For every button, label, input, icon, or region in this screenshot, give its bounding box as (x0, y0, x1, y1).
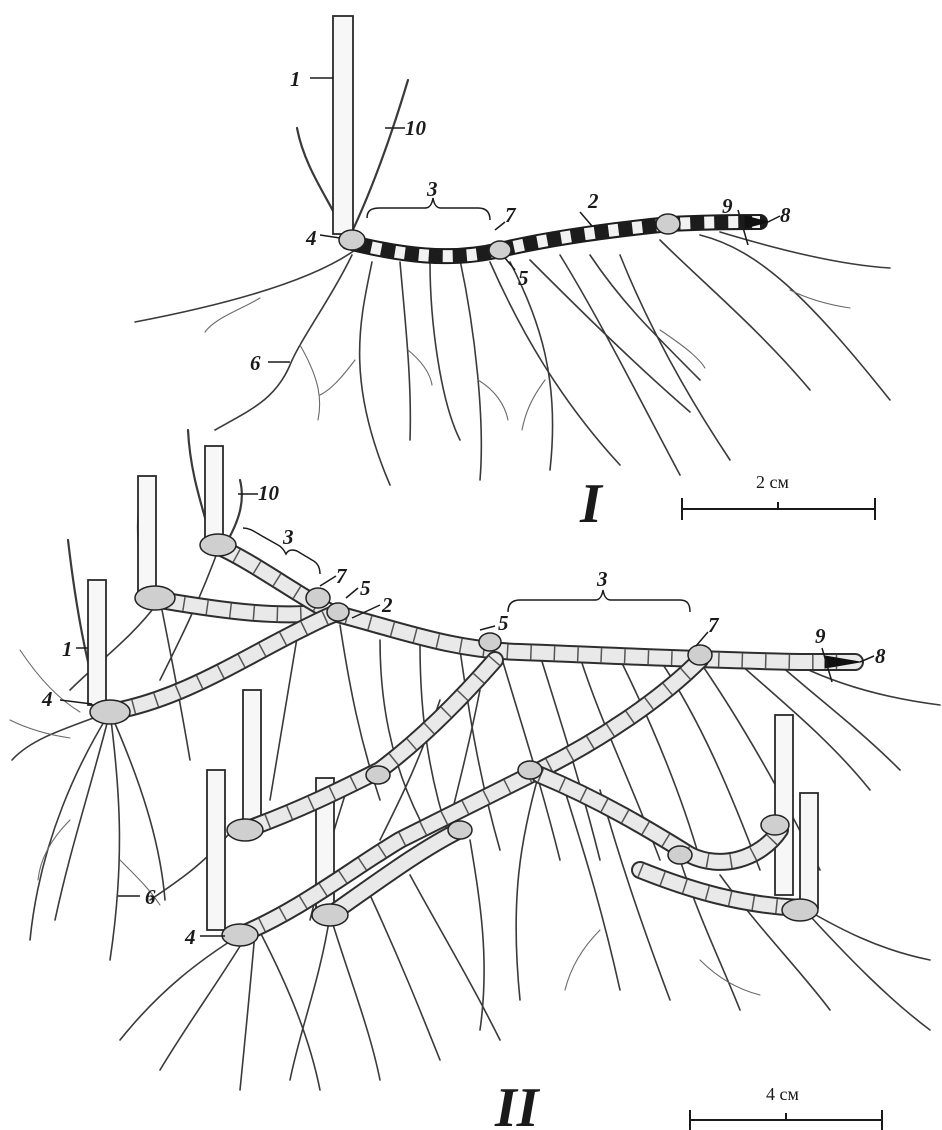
panel-II-leader-5b (480, 626, 495, 630)
panel-II-label-4a: 4 (41, 687, 53, 711)
panel-I-bracket-3 (367, 198, 490, 220)
panel-I-label-3: 3 (426, 177, 438, 201)
panel-II-bud-5b (479, 633, 501, 651)
panel-II-leader-5a (346, 588, 358, 598)
panel-II-label-7a: 7 (336, 564, 348, 588)
panel-II-label-5a: 5 (360, 576, 371, 600)
panel-II-bud-4a (90, 700, 130, 724)
panel-I-label-9: 9 (722, 194, 733, 218)
panel-II-leader-7a (320, 576, 336, 586)
panel-II-bud-f (366, 766, 390, 784)
panel-II-label-5b: 5 (498, 611, 509, 635)
panel-I-scale-label: 2 см (756, 472, 789, 492)
panel-II-label-1: 1 (62, 637, 73, 661)
panel-I-label-5: 5 (518, 266, 529, 290)
panel-II-label-9: 9 (815, 624, 826, 648)
panel-II-stem-1 (88, 580, 106, 705)
panel-I-scale-bar: 2 см (682, 472, 875, 520)
panel-II-bud-g (518, 761, 542, 779)
panel-I-bud-5 (489, 241, 511, 259)
panel-II-scale-label: 4 см (766, 1084, 799, 1104)
panel-II-label-7b: 7 (708, 613, 720, 637)
panel-II-bracket-3b (508, 590, 690, 612)
panel-II-bud-a (135, 586, 175, 610)
panel-I-leader-2 (580, 212, 592, 226)
panel-II-bud-i (668, 846, 692, 864)
panel-I-label-6: 6 (250, 351, 261, 375)
panel-I-label-4: 4 (305, 226, 317, 250)
panel-I-leader-7 (495, 222, 505, 230)
panel-II-stem-b (205, 446, 223, 542)
panel-II-label-3b: 3 (596, 567, 608, 591)
panel-II-label-2: 2 (381, 593, 393, 617)
panel-I-bud-7b (656, 214, 680, 234)
panel-I-label-2: 2 (587, 189, 599, 213)
panel-II-stem-g (800, 793, 818, 908)
panel-II-bud-c (227, 819, 263, 841)
panel-I-bud-4 (339, 230, 365, 250)
panel-I-rhizome (348, 222, 760, 256)
panel-II-label-10: 10 (258, 481, 280, 505)
panel-II-bud-h (448, 821, 472, 839)
panel-I-stem (333, 16, 353, 234)
panel-II-scale-bar: 4 см (690, 1084, 882, 1130)
panel-II-bud-4b (222, 924, 258, 946)
panel-II-stem-c (243, 690, 261, 830)
panel-II-bud-5a (327, 603, 349, 621)
panel-I-label-1: 1 (290, 67, 301, 91)
panel-II-stem-a (138, 476, 156, 594)
panel-II-label-6: 6 (145, 885, 156, 909)
panel-I-label-8: 8 (780, 203, 791, 227)
panel-II-bud-e (312, 904, 348, 926)
panel-II-bud-7b (688, 645, 712, 665)
panel-II-stem-f (775, 715, 793, 895)
panel-II-label-4b: 4 (184, 925, 196, 949)
panel-II-bud-7a (306, 588, 330, 608)
panel-I-shoot-10 (350, 80, 408, 236)
panel-I-leader-8 (768, 216, 780, 222)
panel-II-bud-j (761, 815, 789, 835)
panel-II-label-3a: 3 (282, 525, 294, 549)
panel-I-leader-5 (505, 258, 515, 270)
panel-I-roots (135, 232, 890, 485)
panel-I-label-10: 10 (405, 116, 427, 140)
panel-I-numeral: I (579, 473, 604, 535)
panel-II-bud-k (782, 899, 818, 921)
panel-II-bud-b (200, 534, 236, 556)
panel-II-label-8: 8 (875, 644, 886, 668)
panel-II-leader-7b (696, 632, 708, 646)
panel-I-label-7: 7 (505, 203, 517, 227)
panel-I-leader-4 (320, 235, 340, 238)
panel-I-drawing: 1 10 3 2 7 4 5 6 9 8 I 2 см (135, 16, 890, 535)
panel-II-drawing: 10 3 7 5 2 3 5 7 9 8 1 4 4 6 II 4 (10, 430, 940, 1130)
panel-II-stem-d (207, 770, 225, 930)
panel-II-numeral: II (494, 1077, 541, 1130)
